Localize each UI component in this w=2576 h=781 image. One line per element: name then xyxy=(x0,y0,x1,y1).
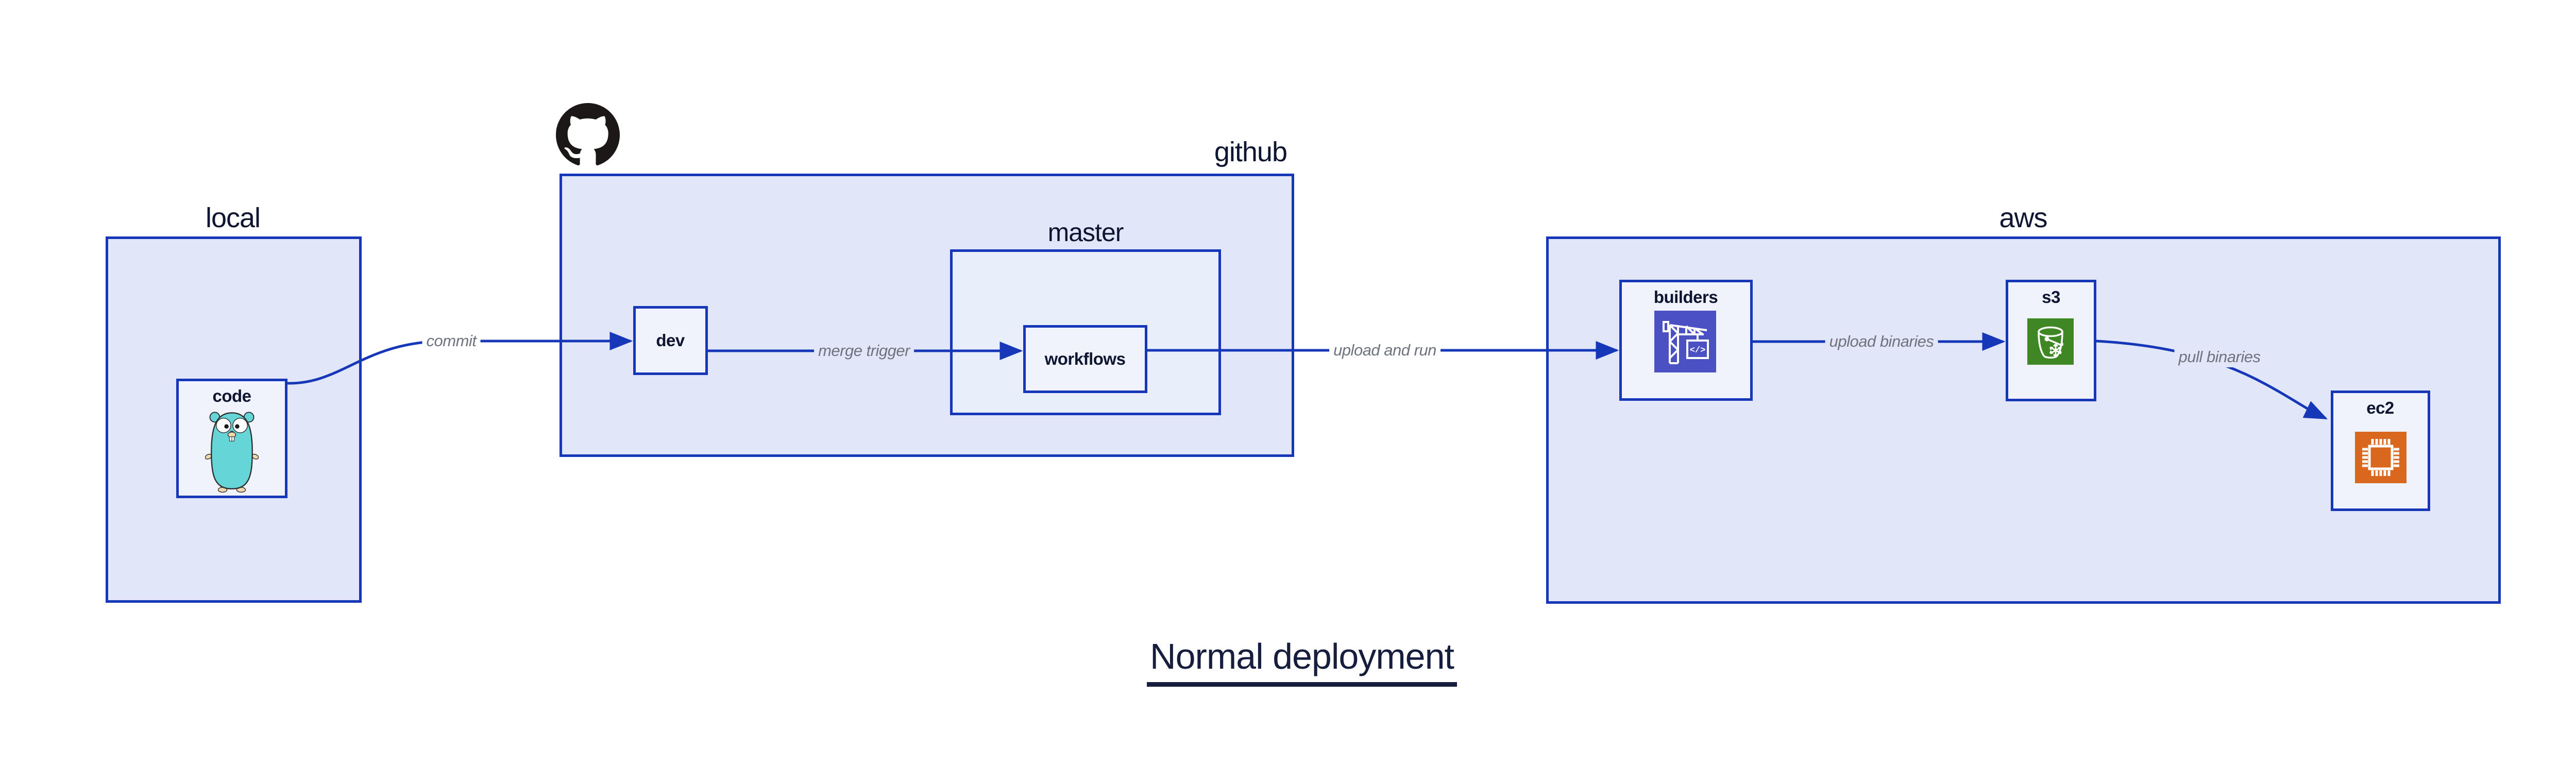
s3-glacier-bucket-icon xyxy=(2027,318,2074,365)
node-label-ec2: ec2 xyxy=(2366,398,2394,417)
node-dev xyxy=(633,306,708,375)
edge-label-commit: commit xyxy=(422,331,481,351)
ec2-chip-icon xyxy=(2355,432,2406,483)
node-label-builders: builders xyxy=(1653,287,1718,307)
edge-label-merge-trigger: merge trigger xyxy=(814,341,914,361)
group-label-aws: aws xyxy=(1999,202,2047,233)
node-label-workflows: workflows xyxy=(1044,349,1126,368)
edge-label-upload-and-run: upload and run xyxy=(1329,340,1440,361)
node-label-dev: dev xyxy=(656,331,685,350)
group-label-github: github xyxy=(1214,137,1287,167)
node-workflows xyxy=(1023,325,1147,393)
node-builders xyxy=(1619,280,1753,401)
group-label-local: local xyxy=(205,202,261,233)
go-gopher-icon xyxy=(205,412,259,493)
node-label-s3: s3 xyxy=(2042,287,2060,307)
node-label-code: code xyxy=(212,386,251,405)
github-octocat-icon xyxy=(556,103,620,165)
codebuild-code-glyph: </> xyxy=(1690,346,1706,355)
codebuild-crane-icon: </> xyxy=(1654,311,1716,372)
edge-label-upload-binaries: upload binaries xyxy=(1825,331,1938,352)
group-label-master: master xyxy=(1047,218,1124,247)
edge-label-pull-binaries: pull binaries xyxy=(2174,347,2265,367)
diagram-title: Normal deployment xyxy=(1147,636,1457,687)
